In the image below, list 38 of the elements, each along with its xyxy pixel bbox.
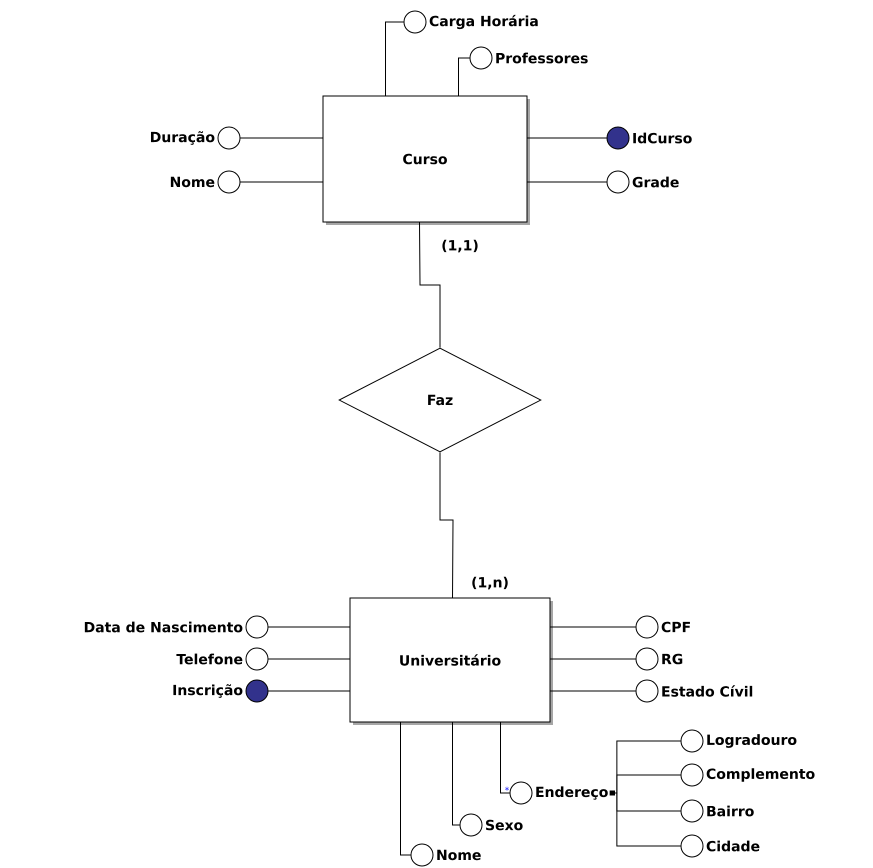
attribute-label: Professores: [496, 52, 588, 64]
connector-line: [268, 626, 350, 628]
connector-line: [440, 452, 454, 598]
attribute-label: Cidade: [706, 840, 760, 852]
multivalue-mark: *: [505, 786, 509, 791]
attribute-label: Telefone: [176, 654, 242, 664]
connector-line: [385, 22, 404, 96]
attribute-label: IdCurso: [633, 132, 692, 144]
attribute-label: Estado Cívil: [662, 685, 752, 697]
connector-line: [550, 690, 636, 692]
attribute-label: Endereço: [536, 786, 608, 800]
connector-line: [452, 722, 460, 826]
attribute-label: Sexo: [486, 820, 523, 830]
connector-line: [419, 222, 440, 348]
attribute-label: CPF: [662, 622, 690, 632]
connector-line: [500, 722, 510, 794]
connector-line: [268, 690, 350, 692]
attribute-label: Bairro: [707, 806, 754, 816]
attribute-label: Logradouro: [707, 734, 796, 748]
connector-line: [268, 658, 350, 660]
attribute-label: Complemento: [706, 768, 815, 782]
connector-line: [458, 58, 470, 96]
attribute-label: Carga Horária: [430, 14, 538, 30]
connector-line: [400, 722, 411, 856]
cardinality-label: (1,1): [440, 238, 480, 254]
connector-line: [550, 658, 636, 660]
attribute-label: Nome: [437, 850, 481, 860]
connector-line: [610, 790, 681, 846]
connector-line: [550, 626, 636, 628]
attribute-label: RG: [662, 654, 682, 664]
entity-box: Universitário: [350, 598, 553, 725]
attribute-label: Data de Nascimento: [84, 622, 242, 632]
attribute-label: Grade: [632, 176, 679, 188]
attribute-label: Duração: [150, 131, 214, 145]
entity-box: Curso: [322, 96, 530, 225]
cardinality-label: (1,n): [470, 576, 510, 590]
attribute-label: Nome: [170, 176, 214, 188]
attribute-label: Inscrição: [173, 684, 242, 698]
